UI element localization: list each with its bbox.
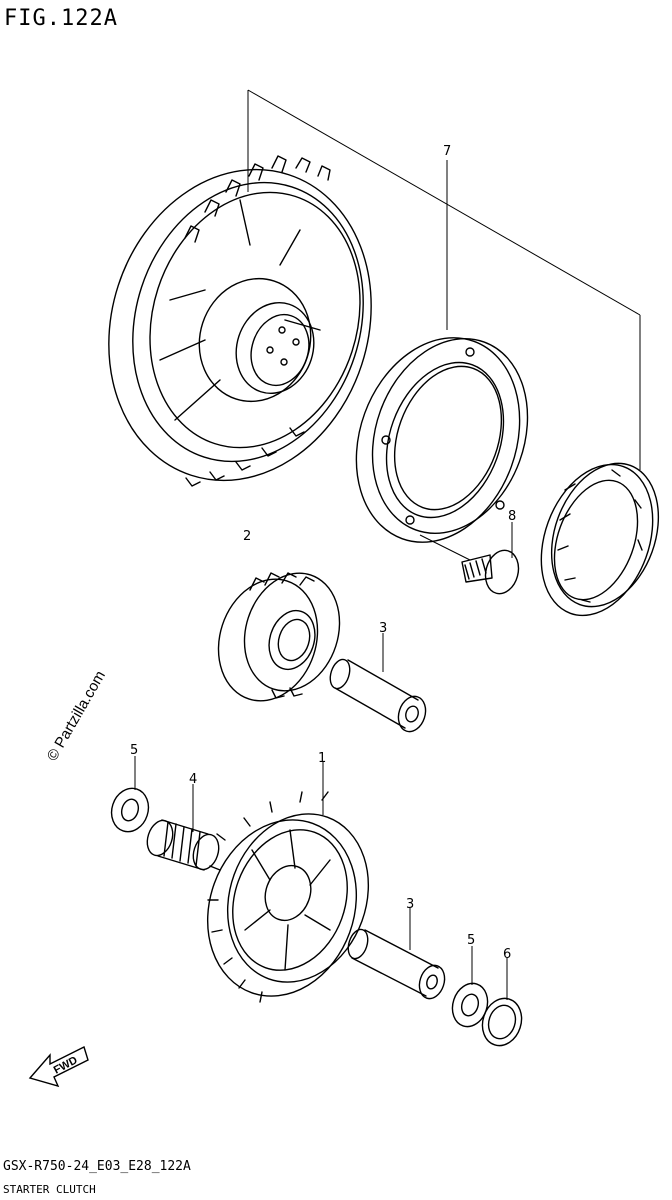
part-7-clutch-body [355,337,529,543]
footer-code: GSX-R750-24_E03_E28_122A [3,1159,191,1174]
figure-title: FIG.122A [4,6,118,31]
callout-2: 2 [243,529,251,544]
part-3-shaft-lower [347,928,446,1000]
footer-section: STARTER CLUTCH [3,1183,96,1196]
callout-4: 4 [189,772,197,787]
fwd-arrow-icon: FWD [28,1046,89,1088]
part-1-starter-gear [206,791,370,1003]
callout-8: 8 [508,509,516,524]
callout-6: 6 [503,947,511,962]
callout-3-lower: 3 [406,897,414,912]
part-5-washer-right [451,982,489,1028]
part-3-shaft-upper [329,658,427,733]
part-2-idle-gear [217,572,341,702]
part-8-bolt [461,549,520,595]
gear-teeth [184,155,331,487]
callout-1: 1 [318,751,326,766]
part-5-washer-left [110,787,150,833]
part-4-needle-bearing [146,819,220,871]
callout-7: 7 [443,144,451,159]
callout-3-upper: 3 [379,621,387,636]
leader-lines [134,522,513,1000]
callout-5-right: 5 [467,933,475,948]
group-bracket [247,89,641,470]
one-way-clutch-cage [540,462,660,617]
starter-clutch-gear-assembly [108,155,372,487]
fwd-label: FWD [52,1054,80,1076]
callout-5-left: 5 [130,743,138,758]
part-6-washer [481,997,523,1047]
watermark: © Partzilla.com [44,668,109,764]
